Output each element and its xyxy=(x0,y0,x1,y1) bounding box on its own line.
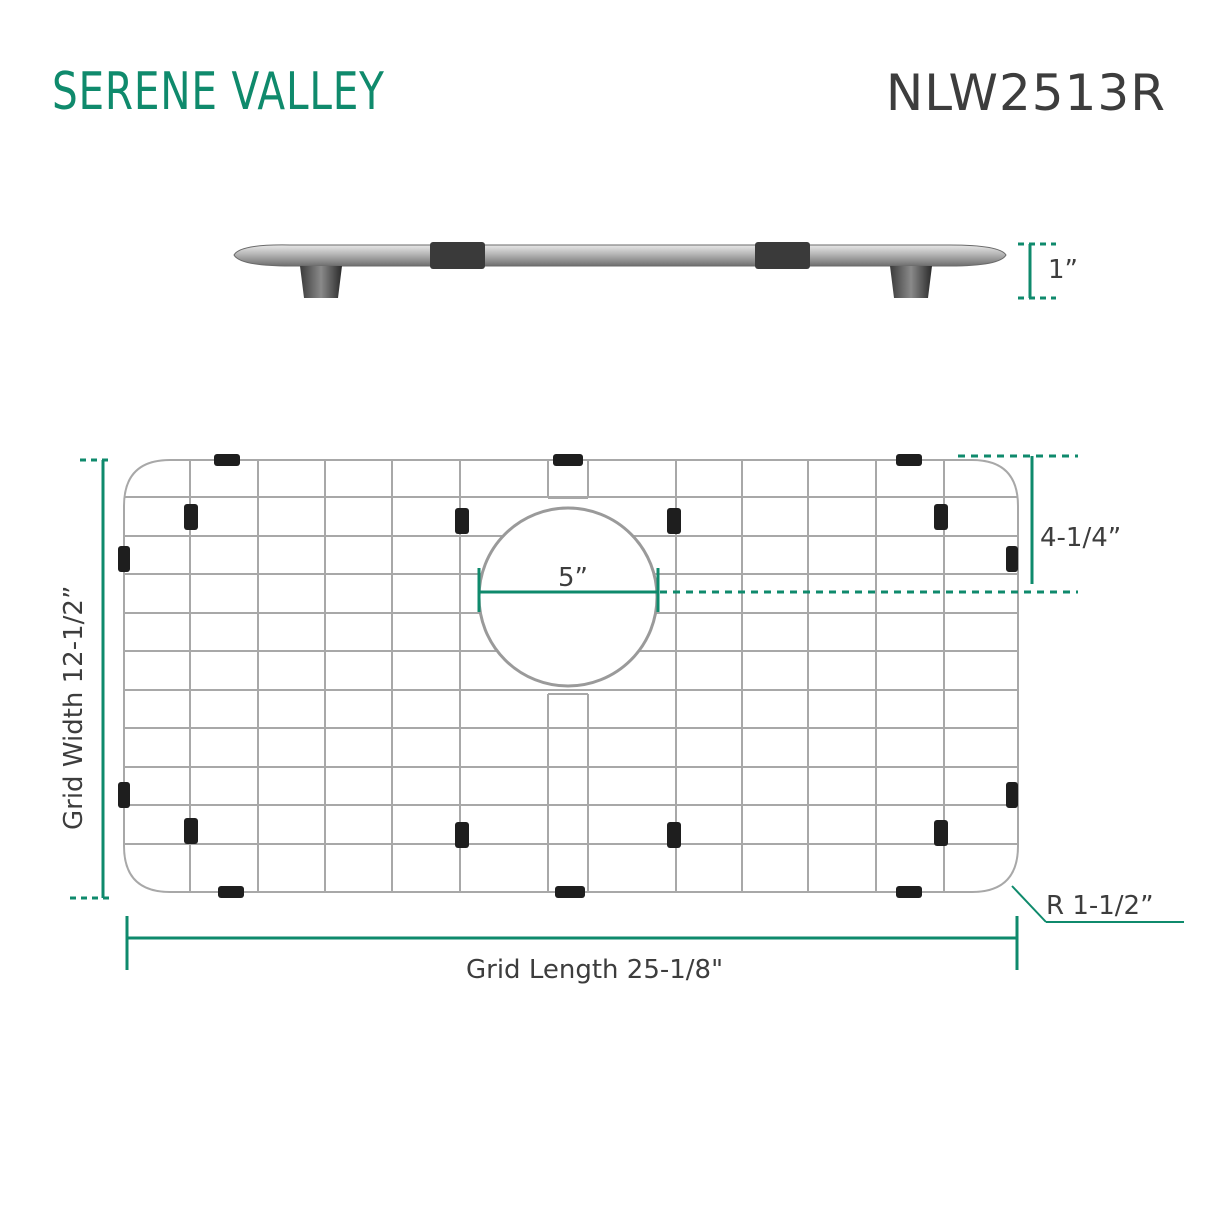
rubber-foot xyxy=(667,508,681,534)
corner-radius-label: R 1-1/2” xyxy=(1046,891,1154,921)
rubber-foot xyxy=(118,782,130,808)
grid-frame xyxy=(123,459,1019,893)
side-foot-left xyxy=(300,266,342,298)
grid-top-view xyxy=(123,459,1019,893)
side-foot-right xyxy=(890,266,932,298)
corner-radius-dimension xyxy=(1011,885,1184,923)
rubber-foot xyxy=(184,504,198,530)
drain-offset-dimension xyxy=(660,454,1078,594)
grid-length-label: Grid Length 25-1/8" xyxy=(466,955,723,985)
drain-offset-label: 4-1/4” xyxy=(1040,523,1121,553)
drain-opening xyxy=(477,506,659,688)
rubber-foot xyxy=(553,454,583,466)
rubber-foot xyxy=(896,454,922,466)
grid-length-dimension xyxy=(125,916,1019,970)
rubber-foot xyxy=(214,454,240,466)
rubber-foot xyxy=(455,508,469,534)
grid-wires xyxy=(124,460,1018,892)
side-view-rail xyxy=(233,244,1007,267)
rubber-foot xyxy=(1006,782,1018,808)
rubber-foot xyxy=(455,822,469,848)
rubber-foot xyxy=(1006,546,1018,572)
grid-feet xyxy=(118,454,1018,898)
grid-width-dimension xyxy=(70,458,112,900)
rubber-foot xyxy=(896,886,922,898)
height-dimension xyxy=(1018,242,1056,300)
brand-logo: SERENE VALLEY xyxy=(52,62,385,122)
model-number: NLW2513R xyxy=(885,64,1166,122)
rubber-foot xyxy=(184,818,198,844)
rubber-foot xyxy=(118,546,130,572)
rubber-foot xyxy=(667,822,681,848)
drain-diameter-dimension xyxy=(477,568,660,612)
rubber-foot xyxy=(934,820,948,846)
drain-diameter-label: 5” xyxy=(558,563,588,593)
rubber-foot xyxy=(555,886,585,898)
rubber-foot xyxy=(218,886,244,898)
grid-width-label: Grid Width 12-1/2” xyxy=(59,586,89,830)
height-label: 1” xyxy=(1048,255,1078,285)
side-clip-left xyxy=(430,242,485,269)
rubber-foot xyxy=(934,504,948,530)
side-clip-right xyxy=(755,242,810,269)
side-view xyxy=(233,242,1007,298)
